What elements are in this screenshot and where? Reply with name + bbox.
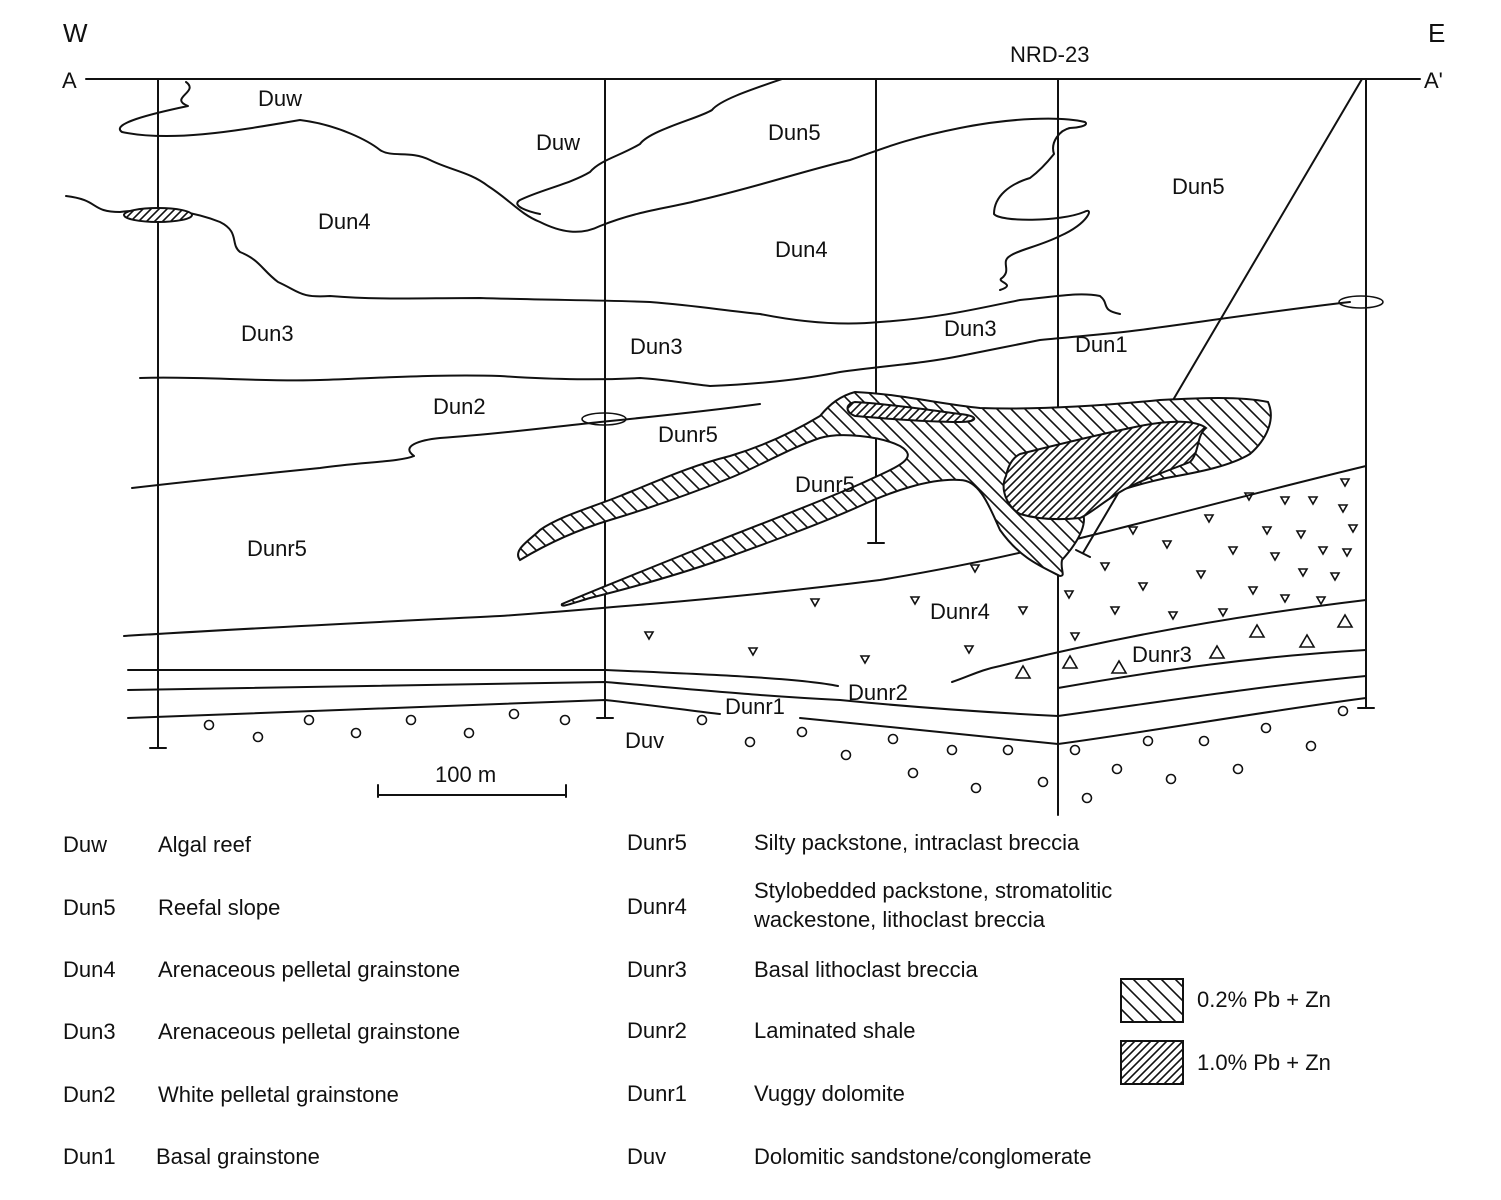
dunr3-symbols <box>1014 613 1354 679</box>
svg-text:Laminated shale: Laminated shale <box>754 1018 915 1043</box>
svg-text:Dun5: Dun5 <box>1172 174 1225 199</box>
svg-text:Dunr2: Dunr2 <box>848 680 908 705</box>
west-label: W <box>63 18 88 48</box>
svg-text:Duw: Duw <box>63 832 107 857</box>
svg-text:Dunr5: Dunr5 <box>658 422 718 447</box>
svg-text:Dolomitic sandstone/conglomera: Dolomitic sandstone/conglomerate <box>754 1144 1092 1169</box>
svg-text:Dun4: Dun4 <box>775 237 828 262</box>
svg-text:Dun2: Dun2 <box>63 1082 116 1107</box>
svg-text:Dunr1: Dunr1 <box>627 1081 687 1106</box>
svg-text:Dunr5: Dunr5 <box>795 472 855 497</box>
svg-text:Dunr2: Dunr2 <box>627 1018 687 1043</box>
svg-text:Dunr1: Dunr1 <box>725 694 785 719</box>
ore-lens <box>1338 295 1384 309</box>
svg-text:Dunr4: Dunr4 <box>627 894 687 919</box>
high-grade-swatch <box>1120 1040 1184 1085</box>
svg-text:Vuggy dolomite: Vuggy dolomite <box>754 1081 905 1106</box>
svg-text:Algal reef: Algal reef <box>158 832 252 857</box>
ore-grade-legend: 0.2% Pb + Zn 1.0% Pb + Zn <box>1120 978 1331 1085</box>
svg-text:Reefal slope: Reefal slope <box>158 895 280 920</box>
dunr4-symbols <box>643 478 1359 665</box>
svg-text:Duw: Duw <box>536 130 580 155</box>
section-end-label: A' <box>1424 68 1443 93</box>
svg-text:Dunr4: Dunr4 <box>930 599 990 624</box>
svg-text:Arenaceous pelletal grainstone: Arenaceous pelletal grainstone <box>158 1019 460 1044</box>
drill-holes <box>149 78 1375 816</box>
svg-text:Dun3: Dun3 <box>241 321 294 346</box>
legend-middle: Dunr5 Silty packstone, intraclast brecci… <box>627 830 1112 1169</box>
svg-text:wackestone, lithoclast breccia: wackestone, lithoclast breccia <box>753 907 1046 932</box>
svg-text:Stylobedded packstone, stromat: Stylobedded packstone, stromatolitic <box>754 878 1112 903</box>
well-label: NRD-23 <box>1010 42 1089 67</box>
svg-text:Dun3: Dun3 <box>944 316 997 341</box>
svg-text:Duv: Duv <box>625 728 664 753</box>
ore-body-high-grade <box>846 400 976 424</box>
svg-text:Basal grainstone: Basal grainstone <box>156 1144 320 1169</box>
svg-text:Dun5: Dun5 <box>768 120 821 145</box>
legend-left: Duw Algal reef Dun5 Reefal slope Dun4 Ar… <box>63 832 460 1169</box>
svg-text:Dunr5: Dunr5 <box>247 536 307 561</box>
svg-text:Dunr3: Dunr3 <box>627 957 687 982</box>
svg-text:Silty packstone, intraclast br: Silty packstone, intraclast breccia <box>754 830 1080 855</box>
ore-body-high-grade <box>1002 420 1208 521</box>
svg-text:Dun2: Dun2 <box>433 394 486 419</box>
svg-text:Arenaceous pelletal grainstone: Arenaceous pelletal grainstone <box>158 957 460 982</box>
svg-text:100 m: 100 m <box>435 762 496 787</box>
low-grade-swatch <box>1120 978 1184 1023</box>
ore-lens <box>123 207 193 223</box>
svg-text:Dun4: Dun4 <box>63 957 116 982</box>
svg-text:Duv: Duv <box>627 1144 666 1169</box>
svg-text:Dun3: Dun3 <box>63 1019 116 1044</box>
svg-text:Dunr3: Dunr3 <box>1132 642 1192 667</box>
svg-text:Dun5: Dun5 <box>63 895 116 920</box>
svg-text:Dun4: Dun4 <box>318 209 371 234</box>
contacts <box>65 78 1367 745</box>
section-unit-labels: Duw Duw Dun5 Dun5 Dun4 Dun4 Dun3 Dun3 Du… <box>241 86 1225 753</box>
svg-text:Dunr5: Dunr5 <box>627 830 687 855</box>
duv-symbols <box>203 705 1349 804</box>
svg-text:Basal lithoclast breccia: Basal lithoclast breccia <box>754 957 979 982</box>
svg-text:Dun1: Dun1 <box>63 1144 116 1169</box>
ore-lens <box>581 412 627 426</box>
svg-text:1.0% Pb + Zn: 1.0% Pb + Zn <box>1197 1050 1331 1075</box>
east-label: E <box>1428 18 1445 48</box>
section-start-label: A <box>62 68 77 93</box>
svg-text:Dun1: Dun1 <box>1075 332 1128 357</box>
svg-text:0.2% Pb + Zn: 0.2% Pb + Zn <box>1197 987 1331 1012</box>
svg-text:Dun3: Dun3 <box>630 334 683 359</box>
svg-text:Duw: Duw <box>258 86 302 111</box>
svg-text:White pelletal grainstone: White pelletal grainstone <box>158 1082 399 1107</box>
scale-bar: 100 m <box>377 762 567 798</box>
